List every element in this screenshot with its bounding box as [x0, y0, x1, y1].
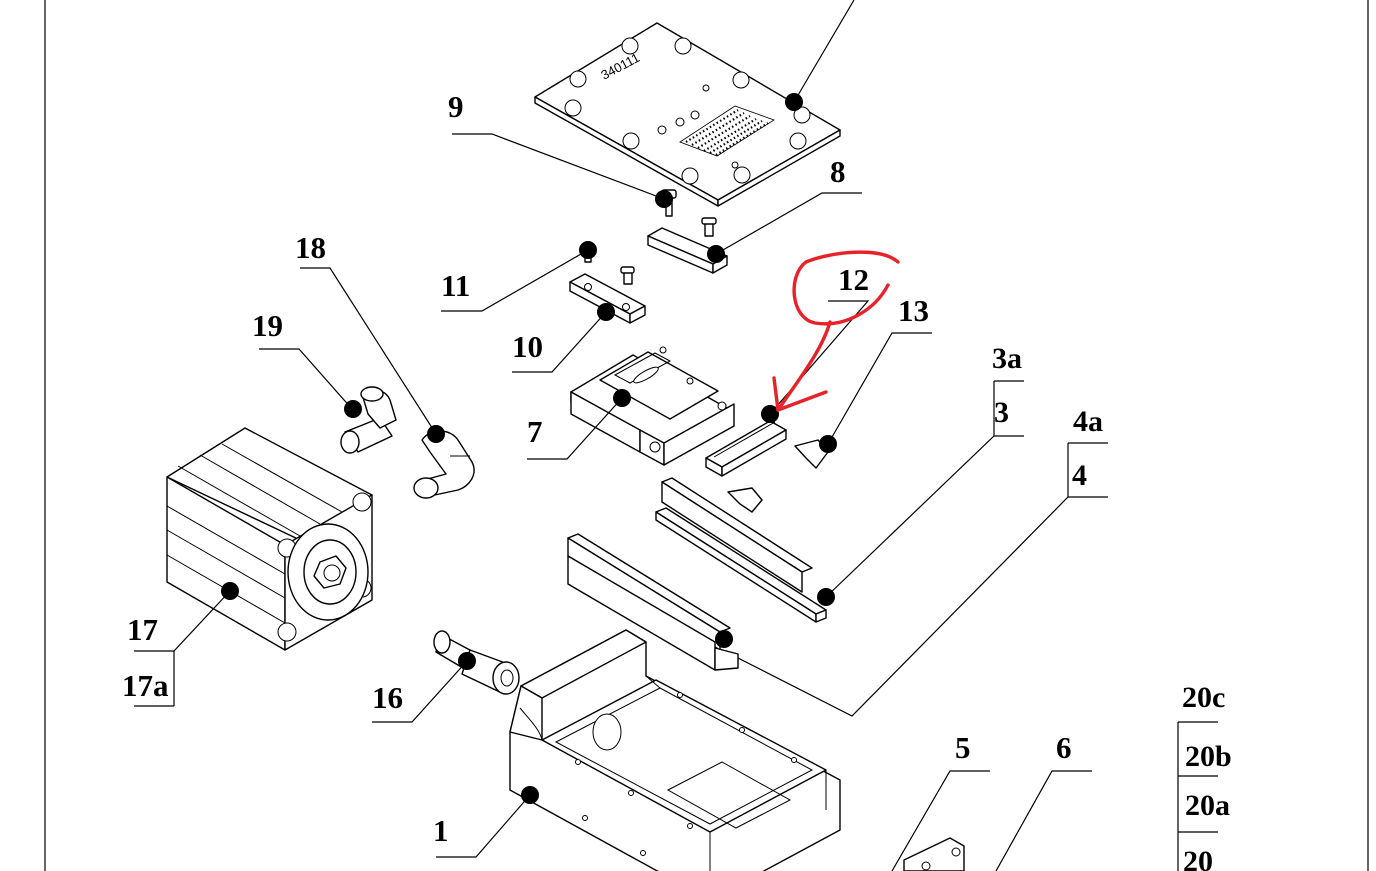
callout-dot-17 [221, 582, 239, 600]
label-stack-20 [1177, 721, 1218, 871]
callout-dot-11 [579, 241, 597, 259]
pneumatic-cylinder-part-17 [166, 427, 373, 651]
callout-17: 17 [127, 612, 158, 647]
bracket-part-5-6 [903, 837, 965, 871]
pin-grid [679, 105, 775, 157]
leader-10 [512, 311, 607, 373]
callout-dot-top-plate [785, 93, 803, 111]
callout-6: 6 [1056, 730, 1072, 765]
callout-1: 1 [433, 813, 449, 848]
callout-dot-10 [597, 303, 615, 321]
callout-10: 10 [512, 329, 543, 364]
callout-dot-7 [613, 389, 631, 407]
leader-3 [825, 435, 1024, 598]
bar-part-10 [569, 247, 646, 324]
callout-dot-8 [707, 245, 725, 263]
callout-18: 18 [295, 230, 326, 265]
leader-11 [441, 249, 589, 312]
callout-3: 3 [994, 396, 1009, 429]
callout-12: 12 [838, 262, 869, 297]
callout-20c: 20c [1182, 681, 1225, 714]
leader-19 [259, 348, 353, 410]
callout-20: 20 [1183, 845, 1213, 871]
callout-dot-16 [458, 652, 476, 670]
bushing-part-16 [433, 630, 520, 695]
leader-16 [372, 660, 468, 723]
leader-5 [891, 770, 990, 871]
leader-4 [737, 496, 1108, 717]
leader-13 [827, 332, 932, 445]
leader-top-plate [793, 0, 855, 103]
top-plate-part: 340111 [534, 22, 841, 207]
rail-part-12 [705, 420, 787, 477]
leader-7 [527, 397, 623, 460]
leader-8 [715, 192, 862, 255]
callout-dot-19 [344, 400, 362, 418]
callout-dot-4 [715, 630, 733, 648]
long-plate-part-4 [567, 533, 739, 671]
callout-dot-18 [427, 425, 445, 443]
callout-20a: 20a [1185, 789, 1230, 822]
elbow-fitting-part-18 [413, 430, 475, 499]
callout-17a: 17a [122, 668, 169, 703]
leader-1 [436, 794, 531, 858]
callout-7: 7 [527, 414, 543, 449]
leader-9 [452, 133, 665, 200]
leader-6 [995, 770, 1092, 871]
callout-19: 19 [252, 308, 283, 343]
slider-block-part-7 [570, 346, 735, 466]
callout-4a: 4a [1073, 405, 1103, 438]
callout-16: 16 [372, 680, 403, 715]
long-rail-part-3 [655, 477, 827, 623]
callout-5: 5 [955, 730, 971, 765]
callout-9: 9 [448, 89, 464, 124]
fitting-part-19 [340, 386, 397, 454]
callout-dot-1 [521, 786, 539, 804]
callout-3a: 3a [992, 342, 1022, 375]
callout-dot-12 [761, 405, 779, 423]
callout-13: 13 [898, 293, 929, 328]
callout-20b: 20b [1185, 740, 1232, 773]
callout-4: 4 [1072, 459, 1087, 492]
callout-dot-9 [655, 190, 673, 208]
callout-dot-3 [817, 588, 835, 606]
leader-18 [300, 267, 437, 435]
callout-8: 8 [830, 154, 846, 189]
callout-11: 11 [441, 268, 470, 303]
red-annotation-circle-arrow [772, 250, 900, 412]
base-body-part-1 [509, 629, 841, 871]
callout-dot-13 [819, 435, 837, 453]
